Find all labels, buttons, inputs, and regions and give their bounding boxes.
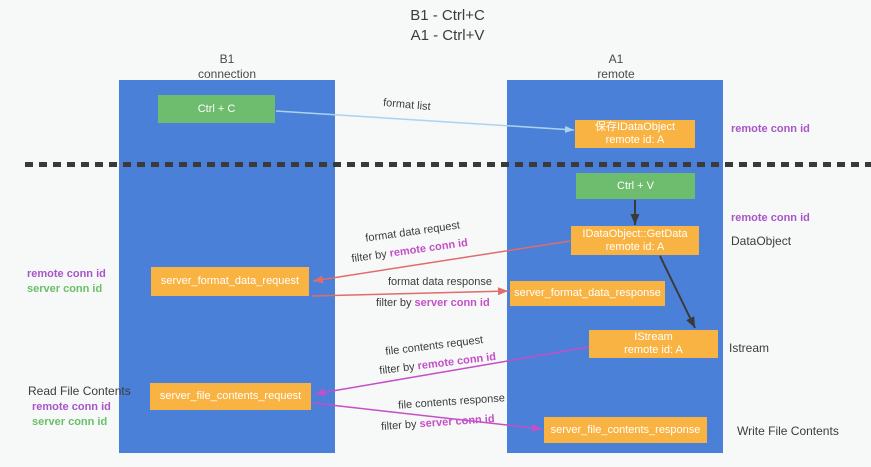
label-write-file-contents: Write File Contents [737,424,839,438]
node-server-file-contents-request: server_file_contents_request [150,383,311,410]
node-server-format-data-request: server_format_data_request [151,267,309,296]
label-server-conn-id-left-top: server conn id [27,283,103,295]
label-filter-by-server-conn-id-2: filter by server conn id [381,413,495,433]
arrow-format-data-response [311,287,509,297]
label-server-conn-id-left-bottom: server conn id [32,416,108,428]
node-ctrl-v-label: Ctrl + V [617,179,654,192]
node-server-format-data-response-label: server_format_data_response [514,287,661,299]
node-ctrl-v: Ctrl + V [576,173,695,199]
node-idataobject-getdata-line2: remote id: A [605,240,665,253]
node-ctrl-c: Ctrl + C [158,95,275,123]
node-server-file-contents-response: server_file_contents_response [544,417,707,443]
remote-conn-id-text: remote conn id [388,236,469,260]
label-dataobject: DataObject [731,234,792,248]
title-line-a1: A1 - Ctrl+V [410,27,485,44]
label-format-list: format list [382,96,432,114]
title-line-b1: B1 - Ctrl+C [410,7,485,24]
remote-conn-id-text: remote conn id [416,350,497,373]
filter-by-text: filter by [380,418,420,433]
node-istream-line1: IStream [634,331,673,343]
diagram-title: B1 - Ctrl+C A1 - Ctrl+V [340,6,555,46]
label-istream: Istream [729,341,770,355]
node-server-file-contents-response-label: server_file_contents_response [550,423,701,436]
filter-by-text: filter by [378,360,419,378]
lifeline-a1-name: A1 [608,52,624,66]
label-remote-conn-id-right-mid: remote conn id [731,212,810,224]
node-server-format-data-request-label: server_format_data_request [160,275,300,287]
label-read-file-contents: Read File Contents [28,384,131,398]
phase-divider-dashed-line [25,162,871,167]
node-save-dataobject-line2: remote id: A [605,134,665,146]
label-remote-conn-id-right-top: remote conn id [731,123,810,135]
node-idataobject-getdata-line1: IDataObject::GetData [582,227,688,240]
lifeline-a1-role: remote [597,67,635,81]
label-remote-conn-id-left-top: remote conn id [27,268,106,280]
label-filter-by-server-conn-id-1: filter by server conn id [376,297,490,309]
lifeline-header-a1: A1 remote [546,52,686,82]
node-save-dataobject: 保存IDataObject remote id: A [575,120,695,148]
filter-by-text: filter by [376,297,415,309]
lifeline-header-b1: B1 connection [157,52,297,82]
lifeline-b1-role: connection [197,67,257,81]
server-conn-id-text: server conn id [414,297,490,309]
node-server-file-contents-request-label: server_file_contents_request [159,390,302,402]
server-conn-id-text: server conn id [419,413,495,431]
label-format-data-response: format data response [388,276,492,288]
node-save-dataobject-line1: 保存IDataObject [594,121,676,133]
filter-by-text: filter by [350,247,391,266]
node-istream: IStream remote id: A [589,330,718,358]
node-server-format-data-response: server_format_data_response [510,281,665,306]
node-idataobject-getdata: IDataObject::GetData remote id: A [571,226,699,255]
label-file-contents-response: file contents response [397,392,506,412]
node-istream-line2: remote id: A [624,344,683,356]
label-remote-conn-id-left-bottom: remote conn id [32,401,111,413]
node-ctrl-c-label: Ctrl + C [197,102,236,115]
lifeline-b1-name: B1 [219,52,235,66]
